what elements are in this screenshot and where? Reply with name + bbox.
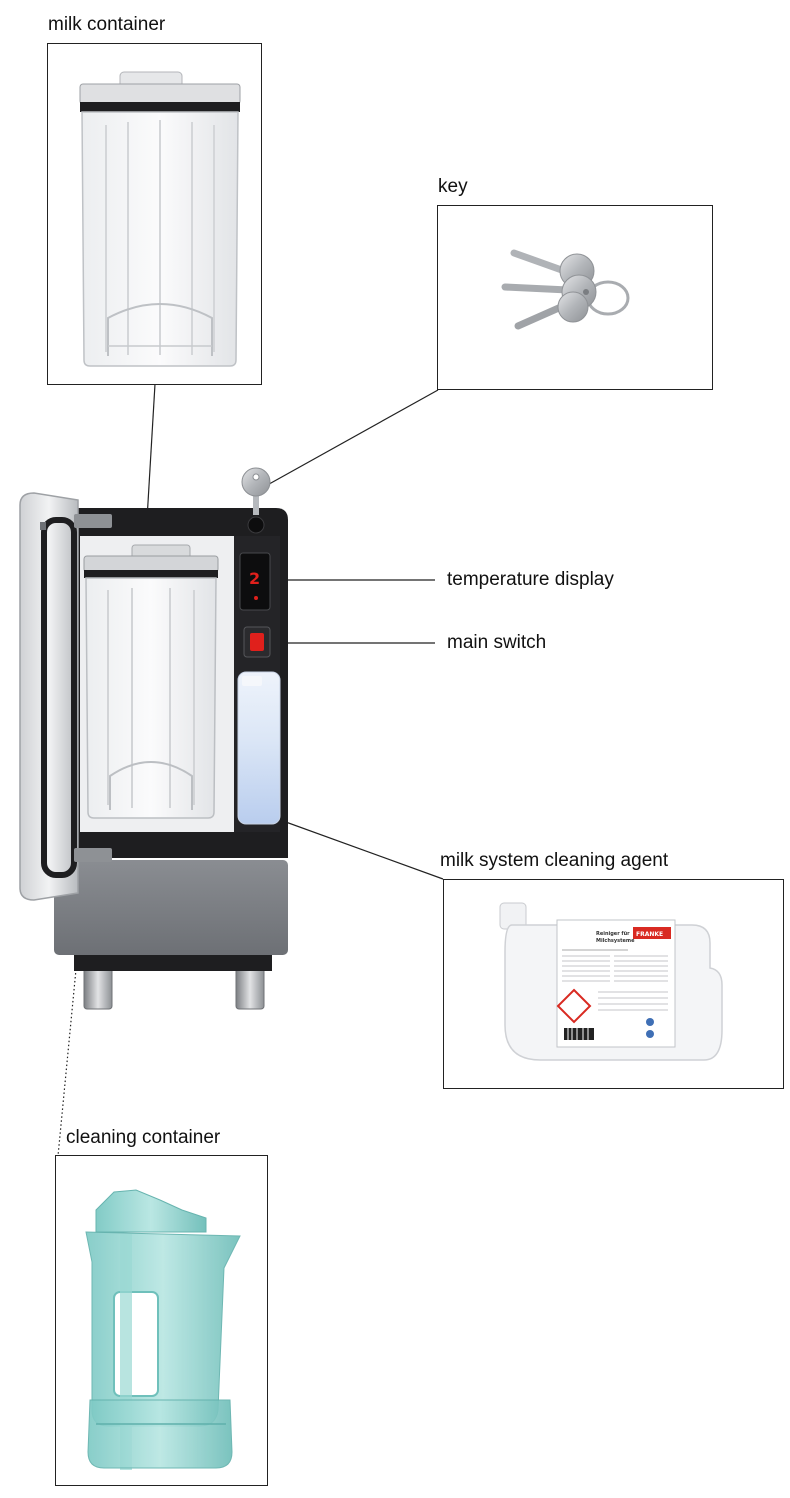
cleaning-agent-illustration	[499, 902, 723, 1061]
leader-cleaning-agent	[271, 816, 444, 880]
appliance-illustration: 2	[19, 467, 288, 1010]
label-main-switch: main switch	[447, 632, 547, 653]
cleaning-agent-label-title-2: Milchsysteme	[596, 938, 635, 944]
milk-container-illustration	[79, 71, 241, 367]
cleaning-container-illustration	[85, 1189, 241, 1470]
label-milk-system-cleaning-agent: milk system cleaning agent	[440, 850, 669, 871]
label-cleaning-container: cleaning container	[66, 1127, 221, 1148]
leader-key	[261, 389, 439, 489]
cleaning-agent-label-title-1: Reiniger für	[596, 931, 630, 937]
svg-text:2: 2	[249, 569, 260, 588]
cleaning-agent-label-brand: FRANKE	[636, 931, 663, 938]
label-key: key	[438, 176, 468, 197]
label-temperature-display: temperature display	[447, 569, 614, 590]
key-illustration	[501, 249, 630, 330]
label-milk-container: milk container	[48, 14, 166, 35]
